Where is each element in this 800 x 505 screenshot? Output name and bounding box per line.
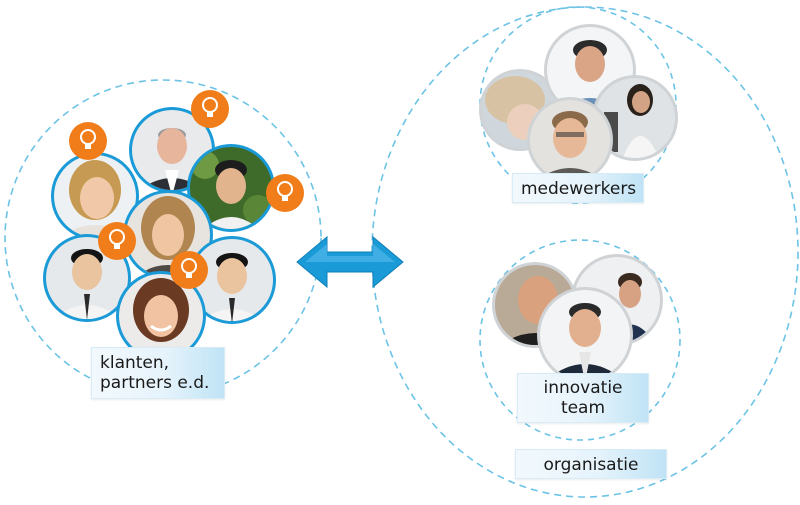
innovation-team-group-outline (479, 239, 681, 441)
lightbulb-icon-1 (69, 122, 107, 160)
innovation-team-label-line2: team (560, 398, 606, 418)
organisation-label: organisatie (515, 449, 667, 479)
lightbulb-icon-3 (266, 174, 304, 212)
lightbulb-icon-2 (191, 90, 229, 128)
employee-person-3 (592, 75, 678, 161)
employees-label-text: medewerkers (521, 179, 637, 199)
lightbulb-icon-5 (170, 251, 208, 289)
customers-label: klanten, partners e.d. (91, 347, 225, 399)
double-arrow-icon (296, 235, 404, 289)
customers-label-line2: partners e.d. (100, 373, 210, 393)
customer-person-3 (187, 144, 275, 232)
employees-label: medewerkers (512, 173, 644, 203)
team-person-3 (537, 287, 633, 383)
customers-group-outline (4, 79, 322, 397)
employees-group-outline (479, 6, 677, 204)
innovation-team-label: innovatie team (517, 373, 649, 423)
innovation-team-label-line1: innovatie (543, 378, 623, 398)
employee-person-4 (527, 97, 613, 183)
lightbulb-icon-4 (98, 222, 136, 260)
organisation-label-text: organisatie (543, 455, 639, 475)
customers-label-line1: klanten, (100, 353, 170, 373)
